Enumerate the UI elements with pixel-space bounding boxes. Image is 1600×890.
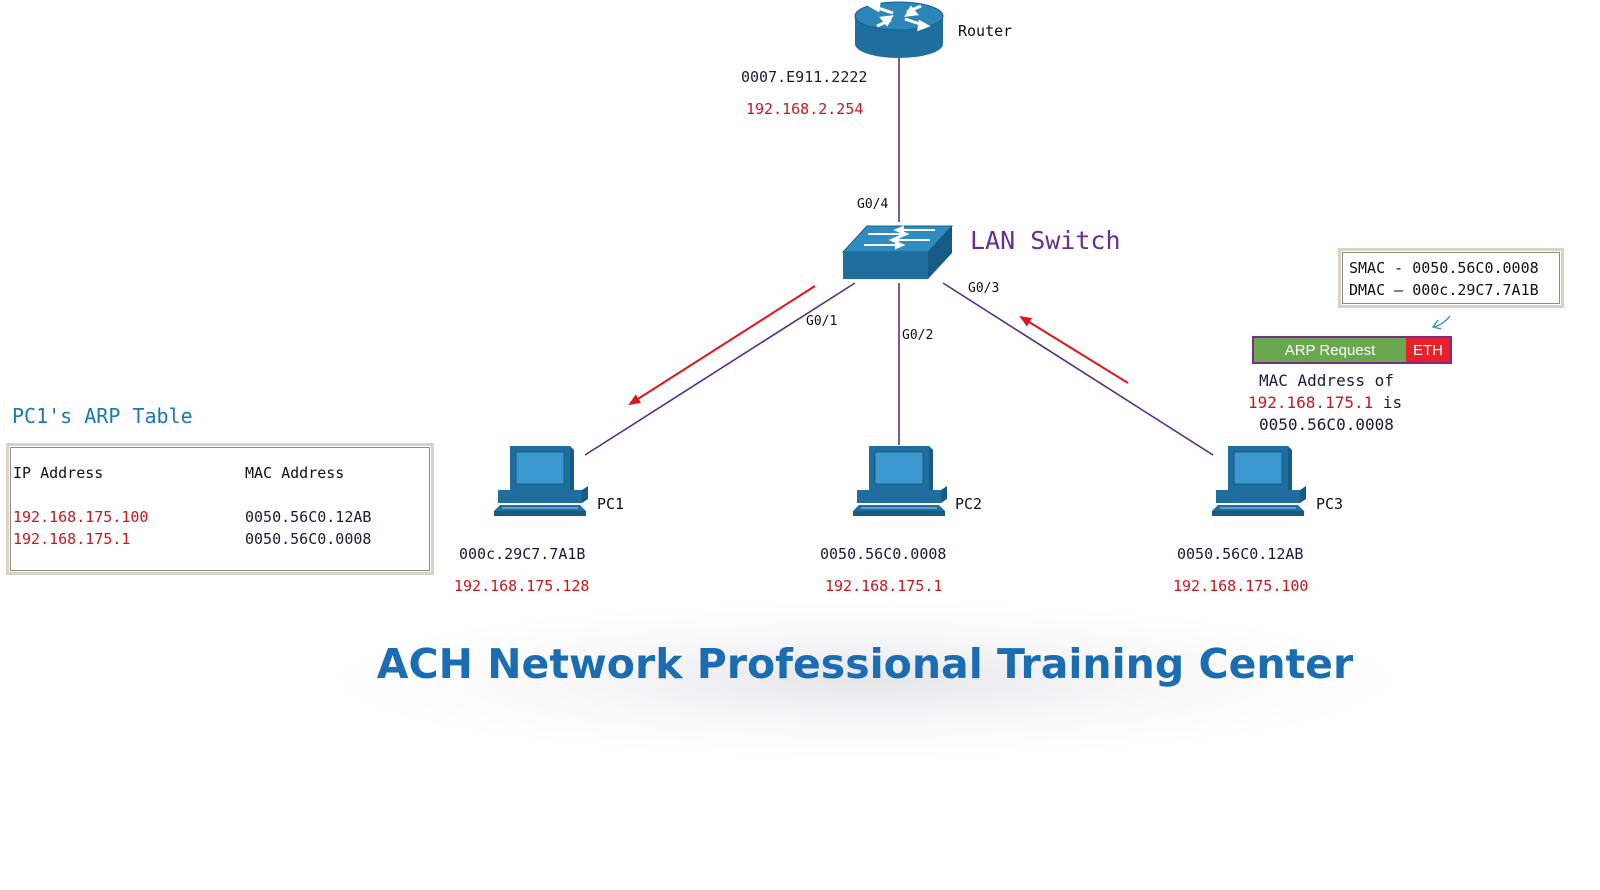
pointer-arrow-icon — [1431, 315, 1451, 330]
frame-arrow-from-pc3 — [1019, 315, 1129, 384]
arp-table-title: PC1's ARP Table — [12, 404, 193, 428]
link-switch-pc3 — [942, 282, 1214, 456]
pc3-ip: 192.168.175.100 — [1173, 577, 1309, 595]
arp-request-packet: ARP Request ETH — [1252, 336, 1452, 364]
note-is: is — [1373, 393, 1403, 412]
arp-row-mac: 0050.56C0.0008 — [245, 530, 372, 548]
note-line-2: 192.168.175.1 is — [1248, 392, 1402, 414]
packet-payload: ARP Request — [1254, 338, 1406, 362]
arp-header-ip: IP Address — [13, 464, 104, 482]
pc3-name: PC3 — [1316, 495, 1344, 513]
pc1-icon — [494, 446, 588, 516]
frame-smac: SMAC - 0050.56C0.0008 — [1349, 259, 1539, 277]
router-name: Router — [958, 22, 1013, 40]
pc3-mac: 0050.56C0.12AB — [1177, 545, 1304, 563]
pc3-icon — [1212, 446, 1306, 516]
frame-dmac: DMAC – 000c.29C7.7A1B — [1349, 281, 1539, 299]
arp-reply-note: MAC Address of 192.168.175.1 is 0050.56C… — [1248, 370, 1402, 436]
router-ip: 192.168.2.254 — [746, 100, 864, 118]
banner-shadow — [320, 600, 1410, 760]
router-icon — [854, 0, 944, 58]
arp-row-ip: 192.168.175.100 — [13, 508, 149, 526]
note-line-3: 0050.56C0.0008 — [1259, 415, 1394, 434]
switch-icon — [841, 225, 954, 279]
arp-row-ip: 192.168.175.1 — [13, 530, 131, 548]
frame-address-box: SMAC - 0050.56C0.0008 DMAC – 000c.29C7.7… — [1338, 248, 1564, 308]
port-g03: G0/3 — [968, 281, 1000, 296]
note-ip: 192.168.175.1 — [1248, 393, 1374, 412]
pc1-mac: 000c.29C7.7A1B — [459, 545, 586, 563]
pc2-mac: 0050.56C0.0008 — [820, 545, 947, 563]
link-switch-pc1 — [584, 282, 856, 456]
switch-name: LAN Switch — [970, 226, 1121, 255]
port-g01: G0/1 — [806, 314, 838, 329]
port-g02: G0/2 — [902, 328, 934, 343]
arp-header-mac: MAC Address — [245, 464, 345, 482]
pc2-icon — [853, 446, 947, 516]
banner-title: ACH Network Professional Training Center — [376, 640, 1354, 688]
frame-arrow-to-pc1 — [628, 285, 816, 406]
pc2-ip: 192.168.175.1 — [825, 577, 943, 595]
arp-table: IP Address MAC Address 192.168.175.100 0… — [6, 443, 434, 575]
router-mac: 0007.E911.2222 — [741, 68, 868, 86]
note-line-1: MAC Address of — [1259, 371, 1394, 390]
packet-eth-header: ETH — [1406, 338, 1450, 362]
pc2-name: PC2 — [955, 495, 983, 513]
pc1-name: PC1 — [597, 495, 625, 513]
port-g04: G0/4 — [857, 197, 889, 212]
pc1-ip: 192.168.175.128 — [454, 577, 590, 595]
arp-row-mac: 0050.56C0.12AB — [245, 508, 372, 526]
